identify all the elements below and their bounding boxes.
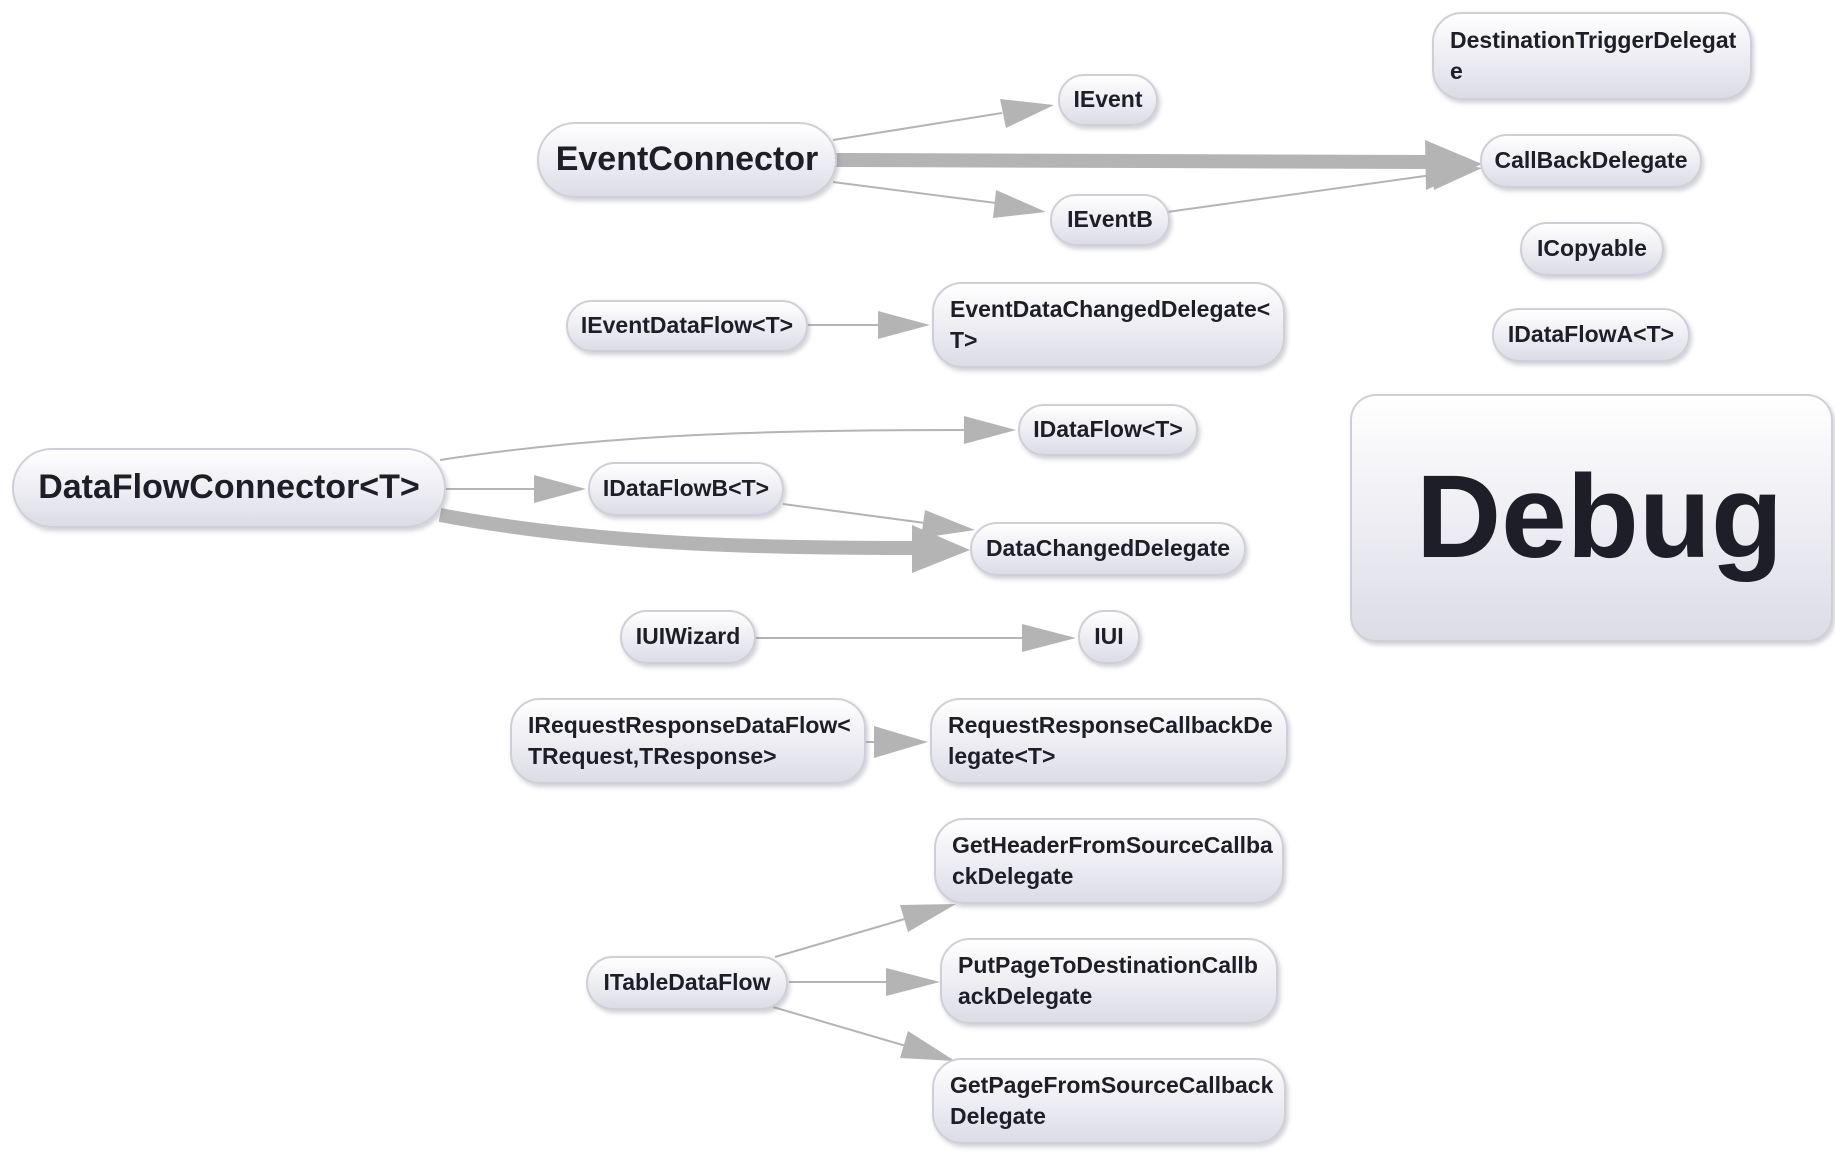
node-ieventb[interactable]: IEventB	[1050, 194, 1170, 246]
node-idata-flow[interactable]: IDataFlow<T>	[1018, 404, 1198, 456]
edge-ieventb-callbackdelegate	[1166, 174, 1433, 213]
node-put-page-to-destination-callback-delegate[interactable]: PutPageToDestinationCallb ackDelegate	[940, 938, 1278, 1024]
node-callback-delegate[interactable]: CallBackDelegate	[1480, 134, 1702, 188]
node-idata-flow-b[interactable]: IDataFlowB<T>	[588, 462, 784, 516]
arrowhead	[886, 968, 940, 996]
edge-eventconnector-ieventb	[832, 181, 997, 204]
node-request-response-callback-delegate[interactable]: RequestResponseCallbackDe legate<T>	[930, 698, 1288, 784]
arrowhead	[1430, 158, 1482, 190]
edge-dataflowconnector-idataflow	[439, 429, 967, 461]
node-destination-trigger-delegate[interactable]: DestinationTriggerDelegat e	[1432, 12, 1752, 100]
arrowhead	[900, 904, 956, 932]
node-get-header-from-source-callback-delegate[interactable]: GetHeaderFromSourceCallba ckDelegate	[934, 818, 1284, 904]
edge-itabledataflow-getpage	[772, 1006, 907, 1047]
node-itable-data-flow[interactable]: ITableDataFlow	[586, 956, 788, 1010]
node-ievent-data-flow[interactable]: IEventDataFlow<T>	[566, 300, 808, 352]
node-debug[interactable]: Debug	[1350, 394, 1833, 642]
arrowhead	[1022, 624, 1076, 652]
node-icopyable[interactable]: ICopyable	[1520, 222, 1664, 276]
node-idata-flow-a[interactable]: IDataFlowA<T>	[1492, 308, 1690, 362]
arrowhead	[993, 190, 1046, 218]
node-get-page-from-source-callback-delegate[interactable]: GetPageFromSourceCallback Delegate	[932, 1058, 1286, 1144]
node-ievent[interactable]: IEvent	[1058, 74, 1158, 126]
edge-eventconnector-callbackdelegate	[835, 153, 1431, 169]
node-irequest-response-data-flow[interactable]: IRequestResponseDataFlow< TRequest,TResp…	[510, 698, 866, 784]
edge-idataflowb-datachangeddelegate	[782, 503, 926, 524]
edge-eventconnector-ievent	[832, 112, 1003, 141]
arrowhead	[900, 1031, 955, 1061]
arrowhead	[534, 475, 586, 503]
node-iui[interactable]: IUI	[1078, 610, 1140, 664]
edge-itabledataflow-getheader	[774, 917, 909, 958]
node-data-changed-delegate[interactable]: DataChangedDelegate	[970, 522, 1246, 576]
arrowhead	[964, 416, 1016, 444]
arrowhead	[878, 311, 930, 339]
node-event-data-changed-delegate[interactable]: EventDataChangedDelegate< T>	[932, 282, 1285, 368]
arrowhead	[1000, 99, 1054, 128]
edge-dataflowconnector-datachangeddelegate	[438, 508, 916, 555]
node-event-connector[interactable]: EventConnector	[537, 122, 837, 198]
arrowhead	[874, 726, 928, 758]
arrowhead	[921, 510, 975, 538]
node-iui-wizard[interactable]: IUIWizard	[620, 610, 756, 664]
node-data-flow-connector[interactable]: DataFlowConnector<T>	[12, 448, 446, 528]
